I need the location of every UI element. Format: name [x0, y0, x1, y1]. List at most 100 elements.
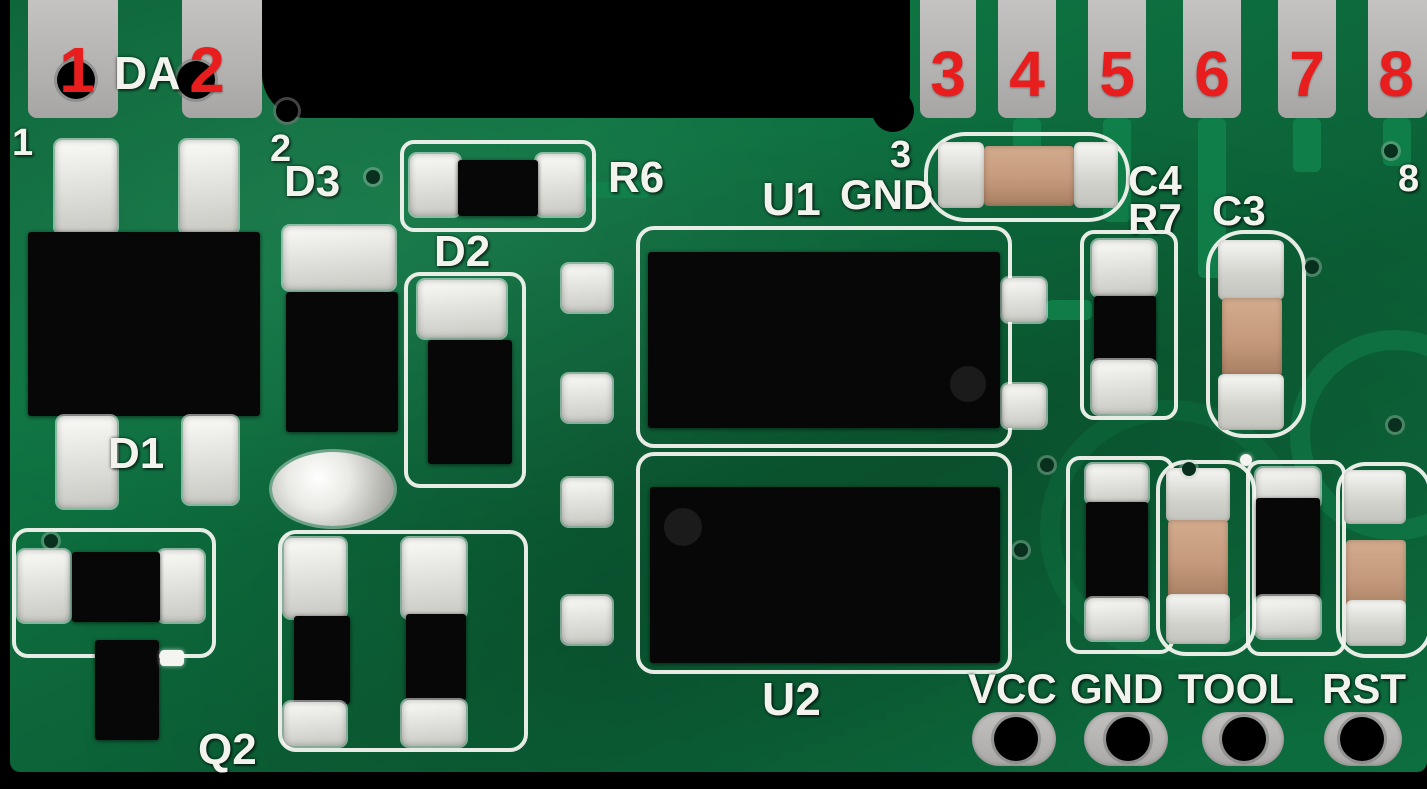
component-c4-body [984, 146, 1074, 206]
u2-pin1-dot [664, 508, 702, 546]
via [366, 170, 380, 184]
silkscreen-outline [1156, 460, 1256, 656]
castellated-pad-8 [1368, 0, 1427, 118]
component-body [294, 616, 350, 704]
component-body [406, 614, 466, 700]
label-rst: RST [1322, 665, 1406, 712]
pin-number-8: 8 [1378, 38, 1414, 110]
solder-pad [284, 702, 346, 746]
solder-pad [562, 596, 612, 644]
solder-dot [160, 650, 184, 666]
component-r7-body [1094, 296, 1156, 362]
castellated-pad-6 [1183, 0, 1241, 118]
silkscreen-outline [1336, 462, 1427, 658]
pad-hole [276, 100, 298, 122]
silkscreen-outline [1246, 460, 1346, 656]
component-q2-body [72, 552, 160, 622]
label-c4: C4 [1128, 157, 1182, 204]
silkscreen-outline-d2 [404, 272, 526, 488]
via [1182, 462, 1196, 476]
solder-pad [1256, 596, 1320, 638]
label-vcc: VCC [968, 665, 1057, 712]
cap-terminal [1346, 600, 1406, 646]
label-gnd: GND [1070, 665, 1164, 712]
solder-pad [1092, 360, 1156, 414]
pad-hole [1340, 717, 1384, 761]
castellated-pad-3 [920, 0, 976, 118]
cap-terminal [1218, 374, 1284, 430]
solder-pad [57, 416, 117, 508]
castellated-pad-5 [1088, 0, 1146, 118]
pin-number-7: 7 [1289, 38, 1325, 110]
solder-pad [418, 280, 506, 338]
board-notch [872, 90, 914, 132]
silkscreen-outline [278, 530, 528, 752]
solder-pad [1002, 278, 1046, 322]
cap-terminal [1074, 142, 1118, 208]
via [44, 534, 58, 548]
silkscreen-outline-r6 [400, 140, 596, 232]
label-d1: D1 [108, 429, 165, 478]
cap-terminal [1218, 240, 1284, 300]
silkscreen-outline-r7 [1080, 230, 1178, 420]
component-u2-body [650, 487, 1000, 663]
component-body [1086, 502, 1148, 600]
pad-hole [994, 717, 1038, 761]
label-r6: R6 [608, 153, 665, 202]
component-q2-tab [95, 640, 159, 740]
label-d3: D3 [284, 157, 341, 206]
silkscreen-outline-u1 [636, 226, 1012, 448]
copper-trace [1293, 118, 1321, 172]
component-body [1256, 498, 1320, 598]
solder-pad [1086, 598, 1148, 640]
cap-terminal [938, 142, 984, 208]
solder-blob [272, 452, 394, 526]
label-u1-gnd: GND [840, 171, 934, 218]
solder-pad [402, 700, 466, 746]
solder-pad [1002, 384, 1046, 428]
pin-number-3: 3 [930, 38, 966, 110]
component-d2-body [428, 340, 512, 464]
solder-pad [283, 226, 395, 290]
label-d2: D2 [434, 227, 491, 276]
silkscreen-outline-c3 [1206, 230, 1306, 438]
pin-number-5: 5 [1099, 38, 1135, 110]
pad-hole [1222, 717, 1266, 761]
solder-pad [158, 550, 204, 622]
pin-number-1: 1 [59, 34, 95, 106]
solder-pad [562, 374, 612, 422]
label-q2: Q2 [198, 725, 257, 774]
cap-terminal [1166, 468, 1230, 522]
pad-hole [57, 61, 95, 99]
via [1388, 418, 1402, 432]
component-c3-body [1222, 298, 1282, 376]
solder-pad [562, 264, 612, 312]
component-d1-body [28, 232, 260, 416]
label-u2: U2 [762, 673, 821, 725]
component-u1-body [648, 252, 1000, 428]
cap-terminal [1344, 470, 1406, 524]
pin-number-4: 4 [1009, 38, 1045, 110]
copper-trace [586, 182, 650, 198]
pin-number-2: 2 [189, 34, 225, 106]
pad-hole [177, 61, 215, 99]
via [1305, 260, 1319, 274]
label-tool: TOOL [1178, 665, 1294, 712]
solder-pad [1092, 240, 1156, 296]
solder-pad [55, 140, 117, 234]
solder-pad [18, 550, 70, 622]
solder-pad [402, 538, 466, 618]
silkscreen-outline-u2 [636, 452, 1012, 674]
solder-pad [536, 154, 584, 216]
board-top-cutout [262, 0, 910, 118]
label-da: DA [114, 47, 181, 99]
silk-number-8: 8 [1398, 158, 1420, 200]
pin-number-6: 6 [1194, 38, 1230, 110]
solder-pad [284, 538, 346, 618]
copper-trace [1383, 118, 1411, 166]
silkscreen-outline-c4 [924, 132, 1130, 222]
silk-number-3: 3 [890, 134, 912, 176]
pad-hole [1106, 717, 1150, 761]
cap-terminal [1166, 594, 1230, 644]
